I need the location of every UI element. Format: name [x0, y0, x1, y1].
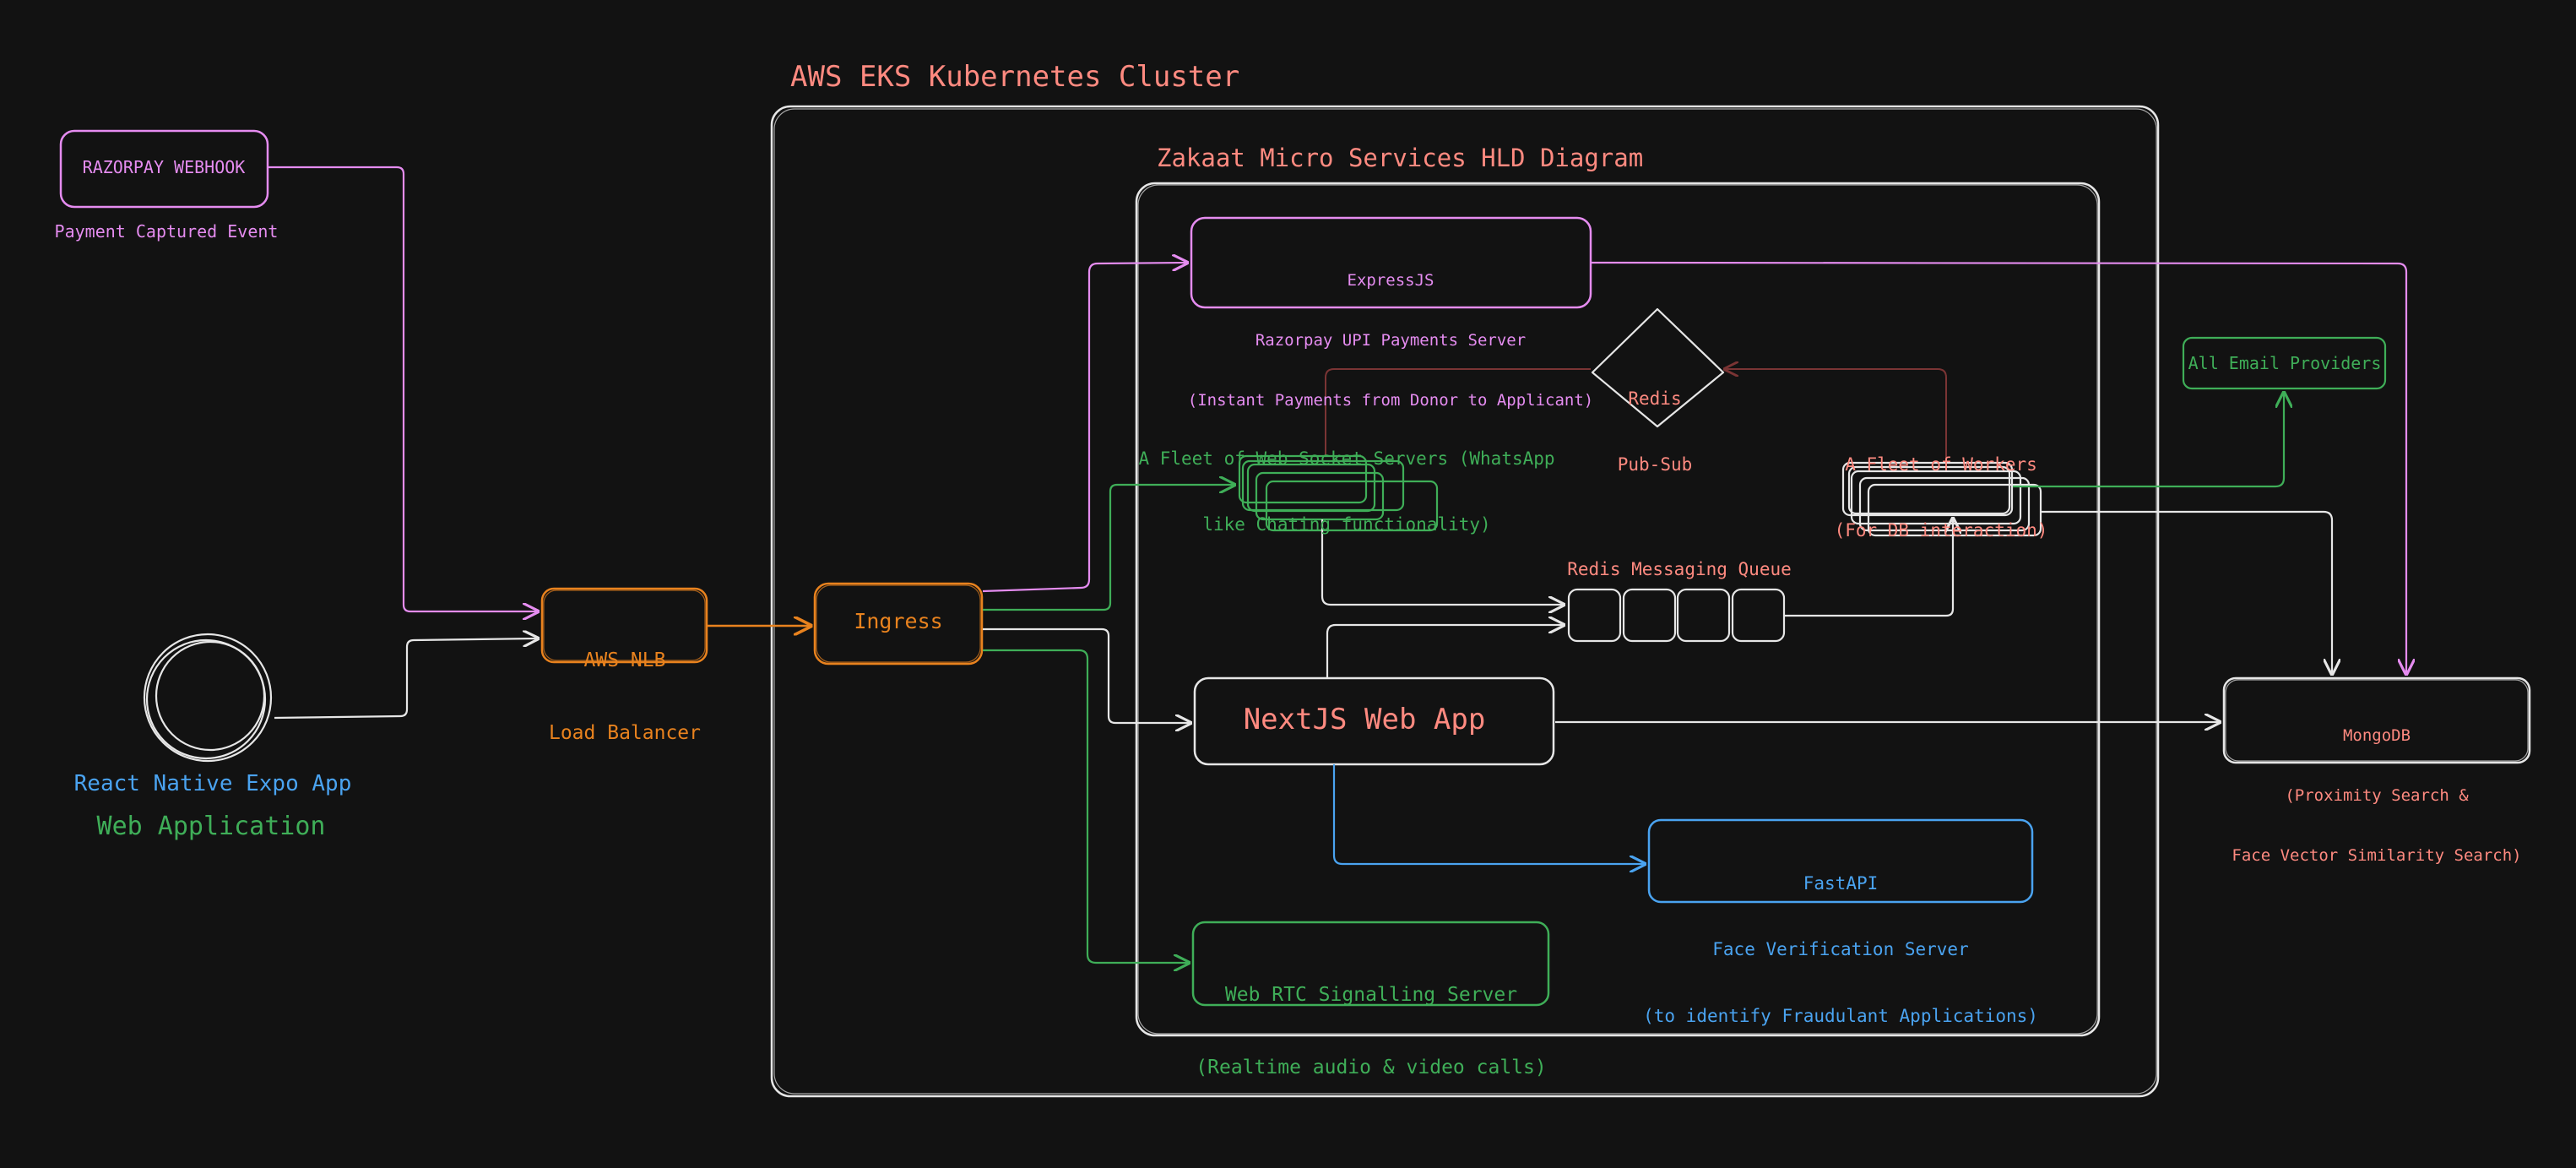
websocket-line2: like Chating functionality)	[1202, 514, 1491, 535]
arrow-ingress-to-websocket	[983, 485, 1234, 611]
redis-pubsub-diamond	[1591, 307, 1725, 428]
arrow-ingress-to-nextjs	[983, 627, 1190, 723]
arrow-nextjs-to-queue	[1326, 625, 1564, 678]
web-application-label: Web Application	[96, 812, 326, 841]
expressjs-line1: ExpressJS	[1347, 270, 1434, 290]
fastapi-line1: FastAPI	[1803, 872, 1879, 894]
workers-label: A Fleet of Workers (For DB interaction)	[1835, 409, 2048, 564]
nextjs-box	[1193, 676, 1555, 766]
email-providers-label: All Email Providers	[2188, 353, 2382, 373]
mongodb-box	[2222, 676, 2531, 764]
nlb-line2: Load Balancer	[548, 721, 702, 744]
eks-cluster-frame	[770, 105, 2160, 1098]
redis-pubsub-label: Redis Pub-Sub	[1618, 343, 1693, 498]
arrow-workers-to-mongodb	[2042, 510, 2332, 674]
expressjs-line2: Razorpay UPI Payments Server	[1255, 330, 1527, 350]
arrow-queue-to-workers	[1785, 519, 1953, 617]
arrow-express-to-mongodb	[1591, 261, 2406, 674]
arrow-ingress-to-webrtc	[983, 649, 1189, 963]
redis-pubsub-line2: Pub-Sub	[1617, 454, 1693, 475]
fastapi-line3: (to identify Fraudulant Applications)	[1643, 1006, 2038, 1026]
workers-line1: A Fleet of Workers	[1845, 454, 2037, 475]
cluster-title: AWS EKS Kubernetes Cluster	[790, 60, 1240, 94]
ingress-box	[813, 582, 984, 665]
workers-line2: (For DB interaction)	[1834, 520, 2048, 541]
react-native-label: React Native Expo App	[73, 771, 352, 796]
fastapi-box	[1647, 818, 2034, 904]
arrow-workers-to-email	[2013, 393, 2284, 488]
razorpay-webhook-label: RAZORPAY WEBHOOK	[82, 157, 246, 177]
expressjs-label: ExpressJS Razorpay UPI Payments Server (…	[1188, 231, 1593, 432]
arrow-client-to-nlb	[274, 638, 538, 720]
arrow-websocket-to-queue	[1321, 519, 1564, 605]
payment-captured-event-label: Payment Captured Event	[54, 221, 279, 242]
nlb-label: AWS NLB Load Balancer	[549, 600, 701, 769]
websocket-label: A Fleet of Web Socket Servers (WhatsApp …	[1138, 403, 1554, 558]
redis-queue-cells	[1567, 588, 1786, 643]
workers-stack	[1841, 461, 2042, 537]
arrow-ingress-to-express	[982, 263, 1187, 593]
mongodb-line1: MongoDB	[2342, 725, 2411, 745]
arrow-workers-to-pubsub	[1725, 369, 1947, 463]
arrow-websocket-to-pubsub	[1325, 368, 1591, 456]
arrow-webhook-to-nlb	[268, 166, 538, 611]
nextjs-label: NextJS Web App	[1243, 703, 1486, 736]
webrtc-label: Web RTC Signalling Server (Realtime audi…	[1196, 934, 1546, 1104]
webrtc-line2: (Realtime audio & video calls)	[1196, 1056, 1547, 1078]
ingress-label: Ingress	[854, 609, 943, 633]
redis-pubsub-line1: Redis	[1628, 388, 1682, 409]
redis-queue-label: Redis Messaging Queue	[1567, 559, 1792, 579]
fastapi-label: FastAPI Face Verification Server (to ide…	[1643, 828, 2038, 1050]
mongodb-label: MongoDB (Proximity Search & Face Vector …	[2232, 686, 2521, 887]
expressjs-line3: (Instant Payments from Donor to Applican…	[1187, 391, 1594, 410]
websocket-line1: A Fleet of Web Socket Servers (WhatsApp	[1138, 448, 1555, 469]
nlb-box	[540, 587, 708, 664]
expressjs-box	[1190, 216, 1592, 309]
eks-cluster-frame-sketch	[773, 108, 2157, 1095]
mongodb-box-sketch	[2225, 679, 2529, 762]
hld-title: Zakaat Micro Services HLD Diagram	[1157, 144, 1644, 172]
hld-frame	[1135, 182, 2101, 1037]
fastapi-line2: Face Verification Server	[1712, 939, 1969, 960]
razorpay-webhook-box	[59, 129, 269, 209]
webrtc-box	[1191, 921, 1550, 1007]
hld-frame-sketch	[1137, 184, 2098, 1035]
mongodb-line2: (Proximity Search &	[2285, 785, 2469, 805]
ingress-box-sketch	[816, 584, 981, 663]
email-providers-box	[2182, 336, 2387, 390]
nlb-box-sketch	[543, 589, 706, 661]
circle-icon	[143, 633, 273, 763]
arrow-nextjs-to-fastapi	[1332, 764, 1645, 864]
nlb-line1: AWS NLB	[583, 649, 666, 671]
webrtc-line1: Web RTC Signalling Server	[1224, 983, 1518, 1006]
websocket-servers-stack	[1238, 454, 1439, 532]
mongodb-line3: Face Vector Similarity Search)	[2232, 846, 2522, 865]
